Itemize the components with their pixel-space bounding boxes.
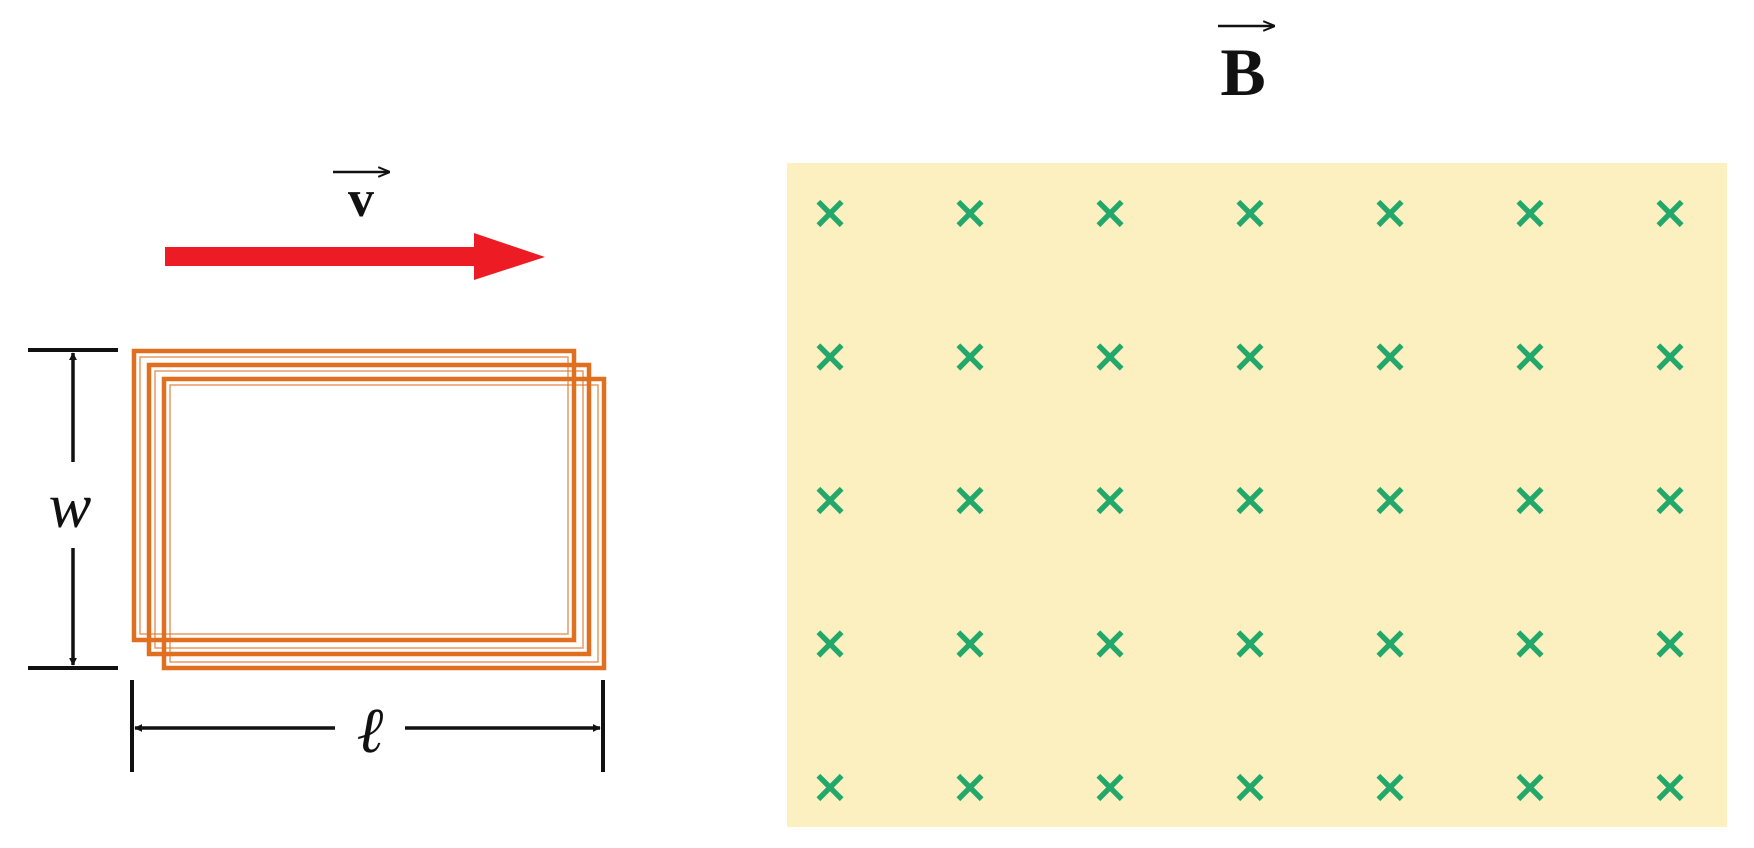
loop-turn-3-inner (169, 384, 599, 663)
cross-into-page-icon: × (1371, 759, 1410, 813)
cross-into-page-icon: × (1371, 616, 1410, 670)
cross-into-page-icon: × (811, 329, 850, 383)
width-dimension: w (28, 348, 118, 670)
cross-into-page-icon: × (1511, 329, 1550, 383)
field-label-group: B (1218, 26, 1274, 110)
field-region (787, 163, 1727, 827)
field-marks: × × × × × × × × × × × × × × × × × × × × × × × × × × × × × × × × × × × (811, 185, 1690, 813)
cross-into-page-icon: × (1371, 185, 1410, 239)
velocity-label-group: v (333, 171, 389, 228)
cross-into-page-icon: × (811, 759, 850, 813)
cross-into-page-icon: × (811, 185, 850, 239)
cross-into-page-icon: × (1651, 185, 1690, 239)
cross-into-page-icon: × (1651, 616, 1690, 670)
field-label: B (1220, 34, 1265, 110)
cross-into-page-icon: × (1651, 472, 1690, 526)
loop-turn-3 (161, 376, 607, 671)
cross-into-page-icon: × (811, 616, 850, 670)
cross-into-page-icon: × (1511, 616, 1550, 670)
cross-into-page-icon: × (1511, 185, 1550, 239)
cross-into-page-icon: × (1651, 759, 1690, 813)
cross-into-page-icon: × (1511, 759, 1550, 813)
arrow-right-icon (165, 233, 545, 280)
cross-into-page-icon: × (1091, 616, 1130, 670)
velocity-label: v (348, 171, 374, 228)
cross-into-page-icon: × (1371, 472, 1410, 526)
coil-loop (131, 348, 607, 671)
cross-into-page-icon: × (1231, 759, 1270, 813)
cross-into-page-icon: × (951, 472, 990, 526)
cross-into-page-icon: × (1231, 472, 1270, 526)
cross-into-page-icon: × (1231, 329, 1270, 383)
cross-into-page-icon: × (1231, 616, 1270, 670)
cross-into-page-icon: × (951, 329, 990, 383)
cross-into-page-icon: × (951, 616, 990, 670)
cross-into-page-icon: × (1651, 329, 1690, 383)
loop-turn-2-inner (154, 370, 584, 649)
cross-into-page-icon: × (1511, 472, 1550, 526)
cross-into-page-icon: × (1091, 759, 1130, 813)
cross-into-page-icon: × (1371, 329, 1410, 383)
loop-turn-2 (146, 362, 592, 657)
loop-turn-1-inner (139, 356, 569, 635)
cross-into-page-icon: × (1091, 185, 1130, 239)
cross-into-page-icon: × (811, 472, 850, 526)
loop-turn-1 (131, 348, 577, 643)
cross-into-page-icon: × (1091, 472, 1130, 526)
cross-into-page-icon: × (951, 185, 990, 239)
width-label: w (49, 470, 92, 541)
cross-into-page-icon: × (1091, 329, 1130, 383)
length-label: ℓ (357, 695, 384, 766)
cross-into-page-icon: × (1231, 185, 1270, 239)
cross-into-page-icon: × (951, 759, 990, 813)
length-dimension: ℓ (130, 680, 605, 772)
